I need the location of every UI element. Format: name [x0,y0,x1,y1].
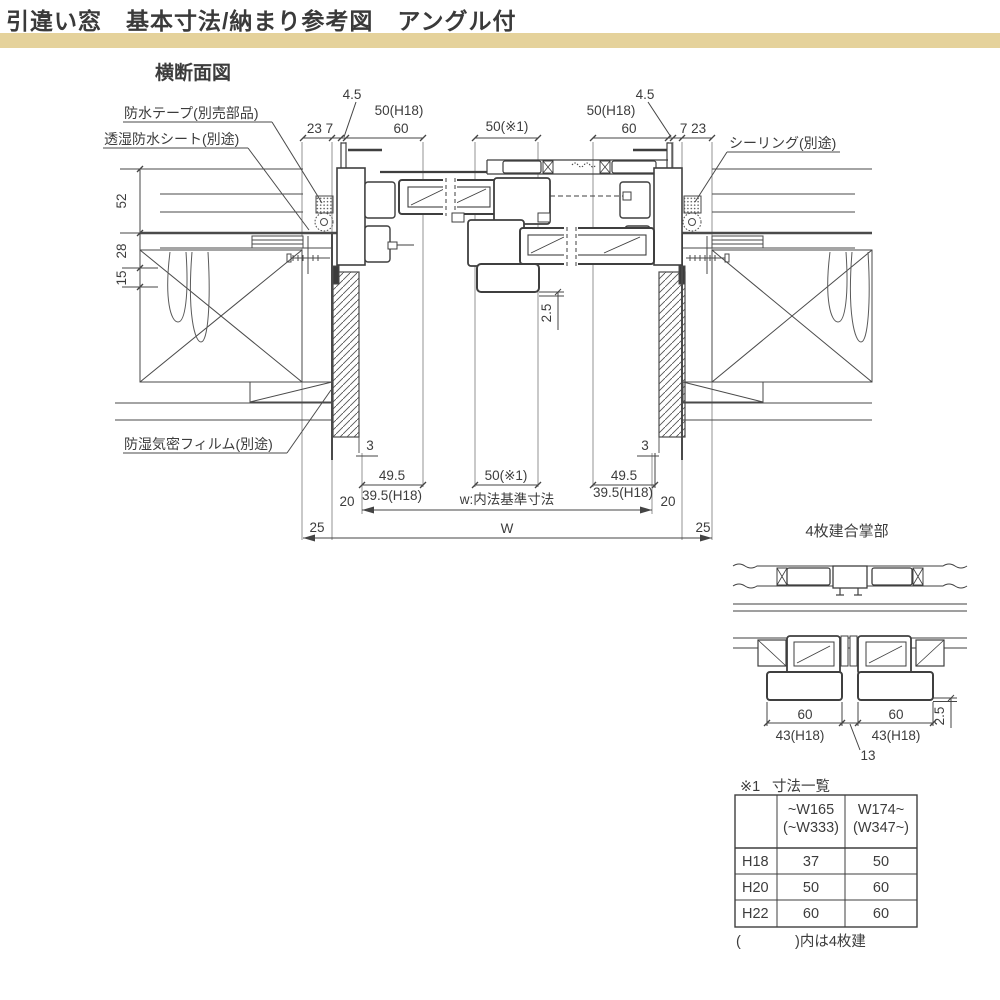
callout-leaders [103,121,840,454]
table-row-h22-v2: 60 [873,906,889,922]
detail-dimension-labels: 60 60 43(H18) 43(H18) 13 2.5 [776,707,947,763]
dim-15: 15 [114,270,129,285]
dim-3-right: 3 [641,438,649,453]
dim-naiho-label: w:内法基準寸法 [459,491,555,507]
table-row-h22-label: H22 [742,906,769,922]
dim-60-right-top: 60 [621,121,636,136]
top-dimension-labels: 4.5 50(H18) 23 7 60 50(※1) 50(H18) 60 4.… [307,87,706,136]
dim-20-left: 20 [339,494,354,509]
detail-dim-43-left: 43(H18) [776,728,825,743]
dim-395-right: 39.5(H18) [593,485,653,500]
dim-50-center-bottom: 50(※1) [485,468,528,483]
callout-waterproof-tape: 防水テープ(別売部品) [124,105,258,121]
dim-45-right: 4.5 [636,87,655,102]
table-col2-header-1: W174~ [858,802,904,818]
detail-dim-60-left: 60 [797,707,812,722]
right-wall [678,168,873,421]
dim-w-label: W [501,521,514,536]
table-title: 寸法一覧 [772,778,830,795]
dim-50h18-right: 50(H18) [587,103,636,118]
detail-drawing [732,563,968,701]
left-wall [115,168,337,421]
page-title: 引違い窓 基本寸法/納まり参考図 アングル付 [6,8,517,34]
bottom-dimension-labels: 3 3 49.5 50(※1) 49.5 39.5(H18) 39.5(H18)… [309,438,710,536]
callout-sealing: シーリング(別途) [729,135,836,151]
window-frame [336,142,683,293]
table-row-h18-v2: 50 [873,854,889,870]
table-row-h18-v1: 37 [803,854,819,870]
dim-395-left: 39.5(H18) [362,488,422,503]
dim-23-7-left: 23 7 [307,121,333,136]
dim-45-left: 4.5 [343,87,362,102]
top-dimension-lines [299,101,716,142]
table-col2-header-2: (W347~) [853,820,909,836]
table-col1-header-1: ~W165 [788,802,834,818]
dim-20-right: 20 [660,494,675,509]
dim-60-left-top: 60 [393,121,408,136]
detail-title: 4枚建合掌部 [805,523,888,540]
dim-495-right: 49.5 [611,468,637,483]
accent-bar [0,33,1000,48]
callout-vapor-film: 防湿気密フィルム(別途) [124,436,273,452]
dim-25-main [539,288,564,330]
dim-7-23-right: 7 23 [680,121,706,136]
callout-moisture-sheet: 透湿防水シート(別途) [104,131,239,147]
table-row-h20-v1: 50 [803,880,819,896]
dim-50-center-top: 50(※1) [486,119,529,134]
bottom-dimension-lines [303,453,712,542]
table-footnote-close: )内は4枚建 [795,933,866,950]
dim-28: 28 [114,243,129,258]
dim-25mm-right: 25 [695,520,710,535]
table-col1-header-2: (~W333) [783,820,839,836]
detail-dimensions [763,694,957,751]
detail-dim-25: 2.5 [932,707,947,726]
section-title: 横断面図 [155,61,231,84]
dim-25-main-label: 2.5 [539,304,554,323]
dim-52: 52 [114,193,129,208]
dim-25mm-left: 25 [309,520,324,535]
size-table-text: ~W165 (~W333) W174~ (W347~) H18 37 50 H2… [736,802,909,950]
table-row-h20-label: H20 [742,880,769,896]
size-table-grid [734,794,918,928]
detail-dim-60-right: 60 [888,707,903,722]
dim-3-left: 3 [366,438,374,453]
table-ref: ※1 [740,779,760,795]
table-row-h20-v2: 60 [873,880,889,896]
table-row-h22-v1: 60 [803,906,819,922]
sealing-details [286,195,730,274]
dim-50h18-left: 50(H18) [375,103,424,118]
jamb-posts [331,233,686,460]
detail-dim-13: 13 [860,748,875,763]
table-footnote-open: ( [736,934,741,950]
dim-495-left: 49.5 [379,468,405,483]
table-row-h18-label: H18 [742,854,769,870]
detail-dim-43-right: 43(H18) [872,728,921,743]
